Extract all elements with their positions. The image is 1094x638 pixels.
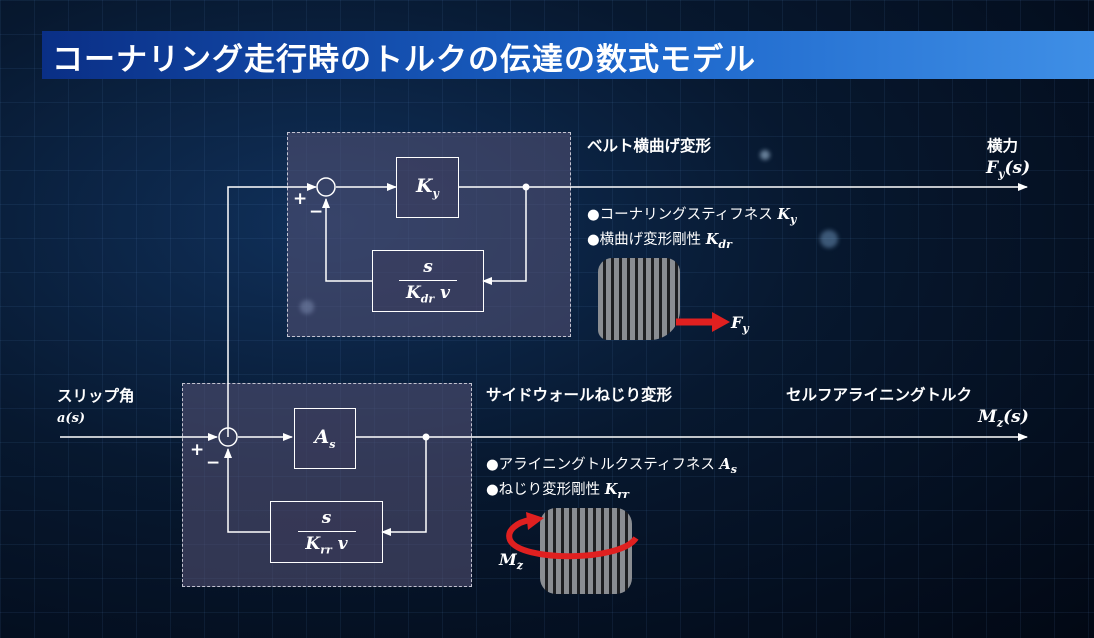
- lower-heading: サイドウォールねじり変形: [486, 386, 673, 404]
- lower-plus-sign: +: [190, 440, 205, 460]
- lateral-force-subscript: y: [742, 322, 749, 336]
- input-symbol: a(s): [57, 411, 86, 426]
- lower-bullet-1: ●アライニングトルクスティフネス As: [486, 453, 737, 476]
- upper-output-symbol: Fy(s): [986, 158, 1030, 180]
- upper-bullet-1-text: ●コーナリングスティフネス: [587, 207, 773, 223]
- lower-forward-block: As: [294, 408, 356, 469]
- upper-forward-subscript: y: [432, 186, 439, 200]
- upper-panel: [287, 132, 571, 337]
- lower-panel: [182, 383, 472, 587]
- lower-bullet-2-subscript: rr: [617, 487, 629, 501]
- upper-output-main: F: [986, 158, 999, 178]
- background-glow: [760, 150, 770, 160]
- title-banner: [42, 31, 1094, 79]
- moment-subscript: z: [516, 559, 523, 573]
- upper-bullet-1: ●コーナリングスティフネス Ky: [587, 203, 796, 226]
- lower-bullet-1-symbol: A: [719, 456, 731, 473]
- lower-bullet-2-text: ●ねじり変形剛性: [486, 482, 601, 498]
- upper-bullet-2-text: ●横曲げ変形剛性: [587, 232, 702, 248]
- lower-feedback-numerator: s: [321, 507, 332, 528]
- lateral-force-main: F: [731, 313, 743, 332]
- lower-output-symbol: Mz(s): [978, 407, 1029, 429]
- upper-feedback-block: s Kdr v: [372, 250, 484, 312]
- lower-feedback-denominator-subscript: rr: [320, 543, 332, 557]
- tire-lateral-illustration: [598, 258, 680, 340]
- lower-output-label: セルフアライニングトルク: [786, 386, 973, 404]
- upper-feedback-denominator-subscript: dr: [420, 292, 435, 306]
- lateral-force-arrow: [676, 312, 730, 332]
- fraction-bar: [399, 279, 457, 281]
- upper-forward-symbol: K: [416, 175, 433, 198]
- upper-bullet-2-subscript: dr: [718, 237, 732, 251]
- lower-output-arg: (s): [1003, 407, 1029, 427]
- lower-bullet-2: ●ねじり変形剛性 Krr: [486, 478, 629, 501]
- upper-output-arg: (s): [1004, 158, 1031, 178]
- upper-bullet-1-subscript: y: [790, 212, 797, 226]
- lower-forward-subscript: s: [329, 437, 336, 451]
- upper-heading: ベルト横曲げ変形: [587, 137, 712, 155]
- lower-feedback-velocity: v: [337, 533, 348, 554]
- lower-minus-sign: −: [206, 453, 221, 473]
- moment-label: Mz: [499, 550, 523, 572]
- upper-output-subscript: y: [998, 167, 1005, 181]
- upper-feedback-numerator: s: [423, 256, 433, 277]
- upper-output-label: 横力: [987, 137, 1019, 155]
- moment-main: M: [499, 550, 517, 569]
- lower-feedback-denominator: K: [305, 533, 321, 554]
- lower-output-subscript: z: [996, 416, 1004, 430]
- upper-bullet-1-symbol: K: [777, 206, 790, 223]
- lower-feedback-block: s Krr v: [270, 501, 383, 563]
- fraction-bar: [297, 530, 356, 532]
- upper-minus-sign: −: [309, 202, 324, 222]
- lower-bullet-1-subscript: s: [730, 462, 737, 476]
- upper-bullet-2: ●横曲げ変形剛性 Kdr: [587, 228, 732, 251]
- upper-feedback-velocity: v: [440, 282, 451, 303]
- lower-bullet-2-symbol: K: [604, 481, 618, 498]
- input-label: スリップ角: [57, 387, 135, 405]
- background-glow: [820, 230, 838, 248]
- upper-feedback-denominator: K: [405, 282, 421, 303]
- lower-output-main: M: [978, 407, 997, 427]
- upper-forward-block: Ky: [396, 157, 459, 218]
- lower-bullet-1-text: ●アライニングトルクスティフネス: [486, 457, 715, 473]
- upper-bullet-2-symbol: K: [705, 231, 719, 248]
- page-title: コーナリング走行時のトルクの伝達の数式モデル: [52, 42, 756, 78]
- lateral-force-label: Fy: [731, 313, 749, 335]
- upper-plus-sign: +: [293, 189, 308, 209]
- moment-arrow: [506, 512, 639, 560]
- lower-forward-symbol: A: [314, 426, 330, 449]
